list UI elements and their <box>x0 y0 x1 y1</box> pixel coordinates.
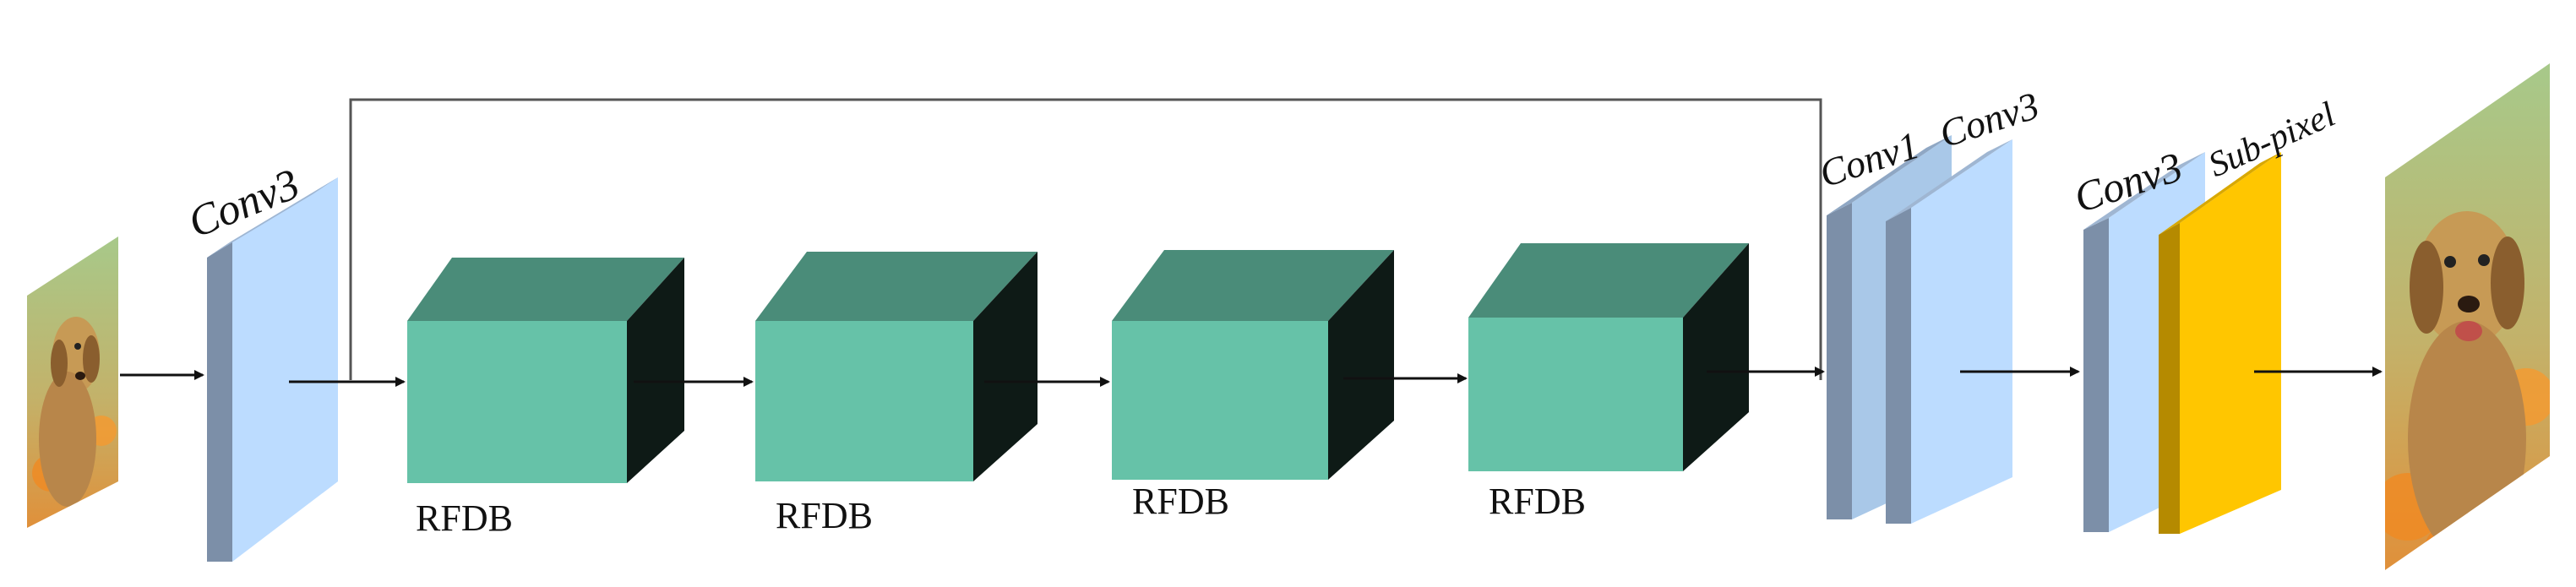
skip-connection-line <box>349 98 1822 380</box>
rfdb-label-3: RFDB <box>1132 481 1229 522</box>
rfdb-block-1 <box>407 258 684 483</box>
conv3-second-label: Conv3 <box>1934 84 2044 156</box>
rfdb-block-3 <box>1112 250 1394 480</box>
rfdb-label-2: RFDB <box>776 495 873 536</box>
subpixel-block <box>2159 152 2281 534</box>
output-image <box>2385 63 2550 570</box>
rfdb-label-1: RFDB <box>416 497 513 539</box>
conv3-block-first <box>207 177 338 562</box>
conv3-block-second <box>1886 139 2012 524</box>
rfdb-label-4: RFDB <box>1489 481 1586 522</box>
rfdb-block-4 <box>1468 243 1749 471</box>
input-image <box>27 236 118 528</box>
rfdb-block-2 <box>755 252 1037 481</box>
